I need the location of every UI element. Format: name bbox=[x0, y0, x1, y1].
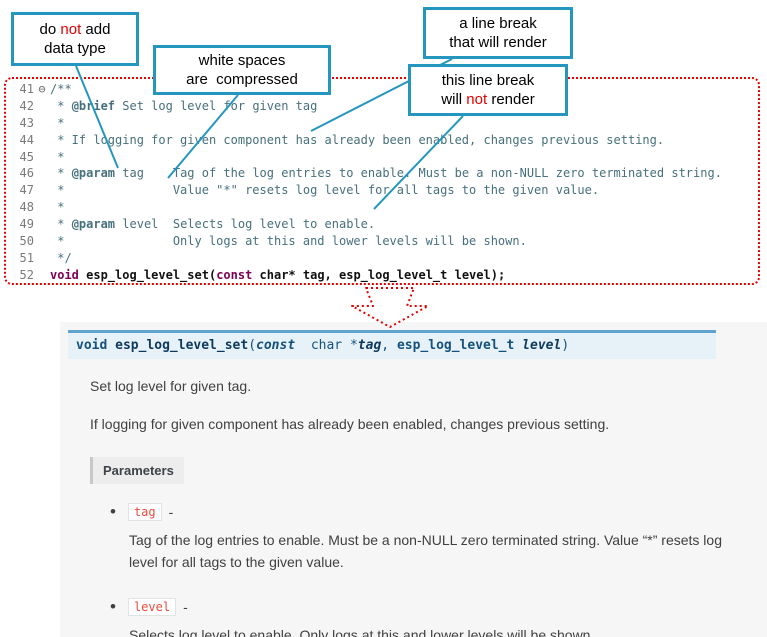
line-number: 45 bbox=[19, 149, 34, 164]
bullet-icon: • bbox=[110, 502, 116, 521]
rendered-docs-panel: void esp_log_level_set(const char *tag, … bbox=[60, 322, 767, 637]
callout-whitespace-compressed: white spaces are compressed bbox=[153, 45, 331, 95]
param-desc: Selects log level to enable. Only logs a… bbox=[129, 627, 595, 637]
code-line: 52 void esp_log_level_set(const char* tag… bbox=[10, 267, 722, 284]
line-number: 52 bbox=[19, 267, 34, 282]
parameters-label: Parameters bbox=[90, 457, 184, 484]
fold-gutter bbox=[34, 199, 50, 216]
line-number: 43 bbox=[19, 115, 34, 130]
fold-gutter bbox=[34, 165, 50, 182]
code-text: * Value "*" resets log level for all tag… bbox=[50, 183, 600, 198]
fold-gutter bbox=[34, 216, 50, 233]
fold-gutter bbox=[34, 98, 50, 115]
param-dash: - bbox=[168, 504, 174, 520]
code-line: 42 * @brief Set log level for given tag bbox=[10, 98, 722, 115]
callout-text-line: are compressed bbox=[186, 71, 298, 88]
code-text: * @param tag Tag of the log entries to e… bbox=[50, 166, 722, 181]
param-desc: Tag of the log entries to enable. Must b… bbox=[129, 532, 722, 570]
code-text: * bbox=[50, 149, 65, 164]
code-text: * bbox=[50, 200, 65, 215]
callout-text-line: white spaces bbox=[198, 51, 286, 69]
code-line: 44 * If logging for given component has … bbox=[10, 132, 722, 149]
docs-brief: Set log level for given tag. bbox=[90, 378, 252, 394]
fold-gutter bbox=[34, 115, 50, 132]
code-line: 45 * bbox=[10, 149, 722, 166]
code-text: * Only logs at this and lower levels wil… bbox=[50, 234, 527, 249]
code-line: 51 */ bbox=[10, 250, 722, 267]
code-line: 46 * @param tag Tag of the log entries t… bbox=[10, 165, 722, 182]
callout-line-break-no-render: this line break will not render bbox=[408, 64, 568, 116]
callout-text-line: do not add bbox=[39, 20, 111, 38]
code-line: 43 * bbox=[10, 115, 722, 132]
fold-collapse-icon[interactable]: ⊖ bbox=[38, 82, 46, 96]
code-text: */ bbox=[50, 250, 72, 265]
code-text: * bbox=[50, 115, 65, 130]
callout-no-datatype: do not add data type bbox=[11, 12, 139, 66]
fold-gutter bbox=[34, 132, 50, 149]
line-number: 46 bbox=[19, 166, 34, 181]
function-signature: void esp_log_level_set(const char *tag, … bbox=[68, 330, 716, 359]
fold-gutter bbox=[34, 182, 50, 199]
code-text: * @param level Selects log level to enab… bbox=[50, 217, 376, 232]
docs-body: Set log level for given tag. If logging … bbox=[60, 376, 767, 637]
line-number: 44 bbox=[19, 132, 34, 147]
code-text: * @brief Set log level for given tag bbox=[50, 98, 318, 113]
code-text: /** bbox=[50, 82, 72, 96]
callout-text-line: a line break bbox=[459, 14, 537, 32]
line-number: 41 bbox=[19, 82, 34, 96]
param-list: • tag - Tag of the log entries to enable… bbox=[90, 502, 755, 637]
fold-gutter bbox=[34, 233, 50, 250]
code-text: void esp_log_level_set(const char* tag, … bbox=[50, 267, 506, 282]
line-number: 49 bbox=[19, 217, 34, 232]
param-item-tag: • tag - Tag of the log entries to enable… bbox=[110, 502, 755, 573]
callout-text-line: this line break bbox=[441, 71, 535, 89]
line-number: 47 bbox=[19, 183, 34, 198]
code-line: 47 * Value "*" resets log level for all … bbox=[10, 182, 722, 199]
docs-detail: If logging for given component has alrea… bbox=[90, 416, 610, 432]
line-number: 51 bbox=[19, 250, 34, 265]
callout-text-line: will not render bbox=[441, 91, 535, 108]
callout-text-line: data type bbox=[44, 40, 106, 57]
param-chip: tag bbox=[127, 503, 162, 521]
code-line: 50 * Only logs at this and lower levels … bbox=[10, 233, 722, 250]
fold-gutter bbox=[34, 267, 50, 284]
code-editor: 41 ⊖ /** 42 * @brief Set log level for give… bbox=[10, 81, 722, 284]
param-chip: level bbox=[127, 598, 177, 617]
line-number: 48 bbox=[19, 200, 34, 215]
code-line: 48 * bbox=[10, 199, 722, 216]
param-dash: - bbox=[183, 599, 188, 616]
param-item-level: • level - Selects log level to enable. O… bbox=[110, 597, 755, 637]
code-text: * If logging for given component has alr… bbox=[50, 132, 665, 147]
code-line: 41 ⊖ /** bbox=[10, 81, 722, 98]
code-line: 49 * @param level Selects log level to e… bbox=[10, 216, 722, 233]
bullet-icon: • bbox=[110, 597, 116, 617]
fold-gutter bbox=[34, 250, 50, 267]
line-number: 42 bbox=[19, 98, 34, 113]
callout-line-break-renders: a line break that will render bbox=[423, 7, 573, 59]
line-number: 50 bbox=[19, 234, 34, 249]
fold-gutter bbox=[34, 149, 50, 166]
callout-text-line: that will render bbox=[449, 34, 547, 51]
